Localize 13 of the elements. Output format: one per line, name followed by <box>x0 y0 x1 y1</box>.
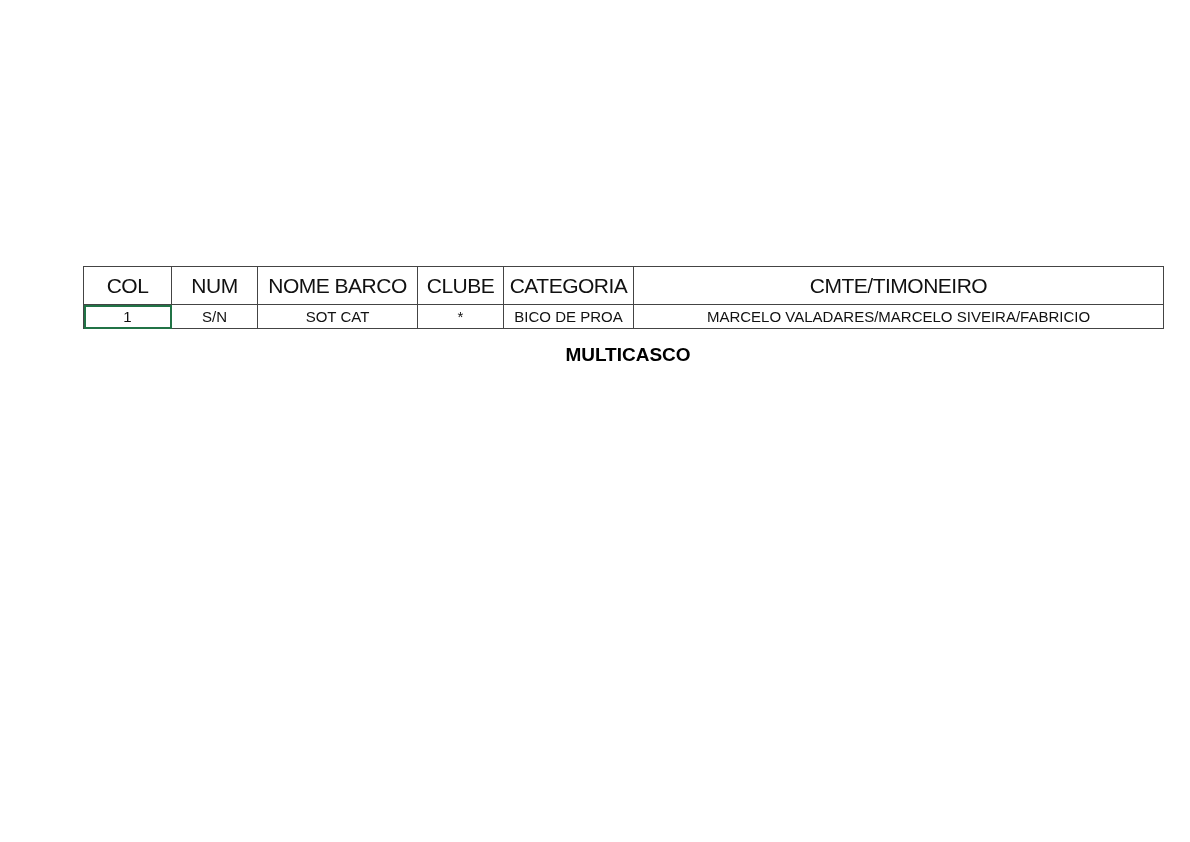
table-cell: 1 <box>83 304 172 329</box>
column-header: COL <box>83 266 172 305</box>
column-header: CMTE/TIMONEIRO <box>633 266 1164 305</box>
column-header: CLUBE <box>417 266 504 305</box>
table-cell: SOT CAT <box>257 304 418 329</box>
table-cell: * <box>417 304 504 329</box>
column-header: CATEGORIA <box>503 266 634 305</box>
column-header: NUM <box>171 266 258 305</box>
caption-text: MULTICASCO <box>564 344 692 366</box>
table-cell: MARCELO VALADARES/MARCELO SIVEIRA/FABRICIO <box>633 304 1164 329</box>
table-cell: S/N <box>171 304 258 329</box>
table-cell: BICO DE PROA <box>503 304 634 329</box>
column-header: NOME BARCO <box>257 266 418 305</box>
